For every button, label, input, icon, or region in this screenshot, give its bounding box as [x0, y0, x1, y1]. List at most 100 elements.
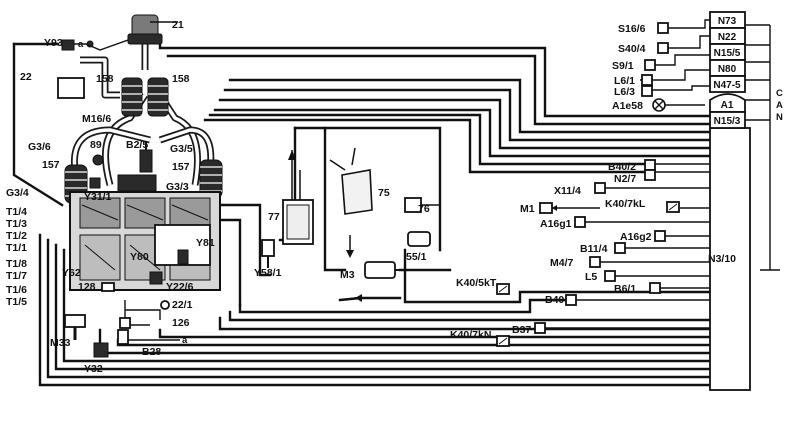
- component-22-1: [160, 300, 170, 310]
- reservoir-77: [282, 150, 314, 245]
- connector-b40-2: [644, 159, 656, 171]
- label-157-right: 157: [172, 161, 190, 173]
- switch-s40-4: [657, 42, 669, 54]
- coil-158-right: [147, 77, 169, 117]
- sensor-b28: [117, 329, 129, 345]
- label-s16-6: S16/6: [618, 23, 646, 35]
- valve-y22-6: [149, 271, 163, 285]
- component-126: [119, 317, 131, 329]
- label-128: 128: [78, 281, 96, 293]
- throttle-m16-6: [117, 174, 157, 192]
- label-b11-4: B11/4: [580, 243, 608, 255]
- label-m1: M1: [520, 203, 535, 215]
- valve-y81: [177, 249, 189, 265]
- label-can-n: N: [776, 112, 783, 123]
- label-can-a: A: [776, 100, 783, 111]
- label-s9-1: S9/1: [612, 60, 634, 72]
- label-can-c: C: [776, 88, 783, 99]
- pump-m33: [64, 314, 86, 328]
- module-a1: [709, 93, 746, 113]
- valve-y93: [61, 39, 75, 51]
- label-y80: Y80: [130, 251, 149, 263]
- component-55-1: [407, 231, 431, 247]
- component-22-box: [57, 77, 85, 99]
- switch-s9-1: [644, 59, 656, 71]
- component-l5: [604, 270, 616, 282]
- sensor-b6-1: [649, 282, 661, 294]
- motor-m4-7: [589, 256, 601, 268]
- label-y62: Y62: [62, 267, 81, 279]
- label-n15-5: N15/5: [714, 48, 741, 59]
- label-b28: B28: [142, 346, 161, 358]
- label-b2-5: B2/5: [126, 139, 148, 151]
- connector-a16g1: [574, 216, 586, 228]
- label-g3-4: G3/4: [6, 187, 29, 199]
- label-t1-7: T1/7: [6, 270, 27, 282]
- label-s40-4: S40/4: [618, 43, 646, 55]
- engine-assembly: [57, 14, 223, 358]
- pump-m3: [364, 261, 396, 279]
- label-22-1: 22/1: [172, 299, 193, 311]
- label-76: 76: [418, 203, 430, 215]
- label-158-right: 158: [172, 73, 190, 85]
- label-m33: M33: [50, 337, 71, 349]
- right-components: N73 N22 N15/5 N80 N47-5 A1 N15/3 C A N: [496, 11, 783, 391]
- module-n15-3: [709, 111, 746, 129]
- label-x11-4: X11/4: [554, 185, 581, 197]
- wiring-harness: [12, 19, 780, 387]
- control-unit-n3-10: [709, 127, 751, 391]
- valve-y32: [93, 342, 109, 358]
- label-y32: Y32: [84, 363, 103, 375]
- label-g3-6: G3/6: [28, 141, 51, 153]
- label-t1-5: T1/5: [6, 296, 27, 308]
- label-k40-7kl: K40/7kL: [605, 198, 646, 210]
- component-128: [101, 282, 115, 292]
- label-y31-1: Y31/1: [84, 191, 112, 203]
- sensor-b40: [565, 294, 577, 306]
- label-n15-3: N15/3: [714, 116, 741, 127]
- label-158-left: 158: [96, 73, 114, 85]
- engine-block: [69, 191, 221, 291]
- label-77: 77: [268, 211, 280, 223]
- label-l5: L5: [585, 271, 597, 283]
- sensor-b37: [534, 322, 546, 334]
- label-y58-1: Y58/1: [254, 267, 282, 279]
- label-t1-2: T1/2: [6, 230, 27, 242]
- label-n2-7: N2/7: [614, 173, 636, 185]
- label-n73: N73: [718, 16, 737, 27]
- valve-y31-1: [89, 177, 101, 189]
- sensor-b11-4: [614, 242, 626, 254]
- label-b40-2: B40/2: [608, 161, 636, 173]
- coil-158-left: [121, 77, 143, 117]
- label-n80: N80: [718, 64, 737, 75]
- connector-x11-4: [594, 182, 606, 194]
- label-l6-1: L6/1: [614, 75, 635, 87]
- label-b6-1: B6/1: [614, 283, 636, 295]
- connector-n2-7: [644, 169, 656, 181]
- sensor-l6-1: [641, 74, 653, 86]
- label-126: 126: [172, 317, 190, 329]
- sensor-b2-5: [139, 149, 153, 173]
- label-89: 89: [90, 139, 102, 151]
- motor-m1: [539, 202, 553, 214]
- component-89: [92, 154, 104, 166]
- module-n47-5: [709, 75, 746, 93]
- label-75: 75: [378, 187, 390, 199]
- canister-157-right: [199, 159, 223, 199]
- label-55-1: 55/1: [406, 251, 427, 263]
- connector-a16g2: [654, 230, 666, 242]
- label-a16g2: A16g2: [620, 231, 652, 243]
- label-21: 21: [172, 19, 184, 31]
- label-m3: M3: [340, 269, 355, 281]
- label-b37: B37: [512, 324, 531, 336]
- label-a-top: a: [78, 39, 84, 50]
- label-157-left: 157: [42, 159, 60, 171]
- label-g3-3: G3/3: [166, 181, 189, 193]
- component-labels: 21 Y93 a 22 158 158 M16/6 89 B2/5 G3/6 G…: [6, 19, 736, 375]
- label-y81: Y81: [196, 237, 215, 249]
- label-k40-7kn: K40/7kN: [450, 329, 491, 341]
- label-b40: B40: [545, 294, 564, 306]
- label-22: 22: [20, 71, 32, 83]
- valve-y58-1: [261, 239, 275, 257]
